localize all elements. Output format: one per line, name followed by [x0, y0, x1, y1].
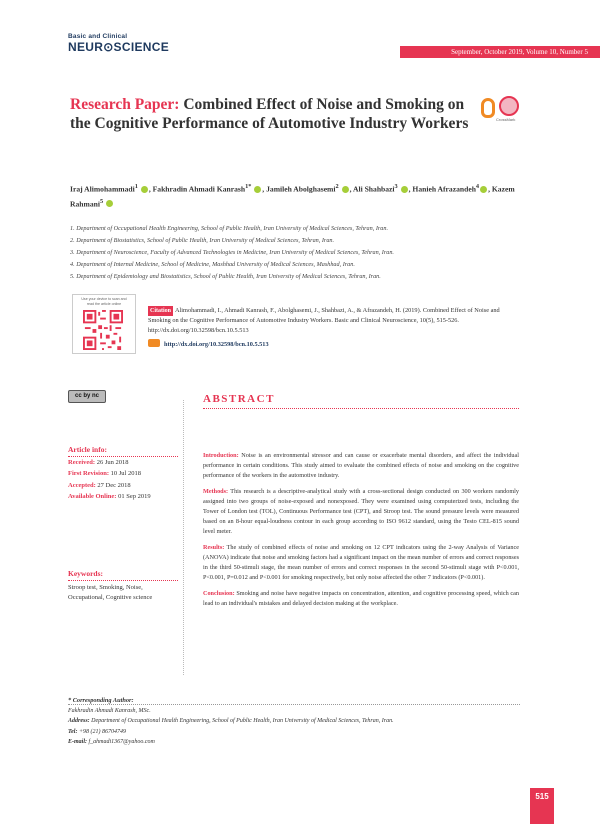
title-text: Combined Effect of Noise and Smoking on … [70, 96, 469, 132]
doi-icon [148, 339, 160, 347]
author-mark: 1* [245, 183, 252, 190]
author[interactable]: Fakhradin Ahmadi Kanrash [152, 184, 246, 194]
corresponding-heading: * Corresponding Author: [68, 697, 137, 704]
cc-license-icon[interactable]: cc by nc [68, 390, 106, 403]
section-text: Noise is an environmental stressor and c… [203, 452, 519, 479]
abstract-rule [203, 408, 519, 409]
field-label: Tel: [68, 728, 78, 735]
abstract-body: Introduction: Noise is an environmental … [203, 451, 519, 615]
affiliation: 4. Department of Internal Medicine, Scho… [70, 261, 355, 268]
author-mark: 4 [475, 183, 480, 190]
abstract-results: Results: The study of combined effects o… [203, 543, 519, 583]
email-link[interactable]: f_ahmadi1367@yahoo.com [87, 739, 155, 746]
field-label: E-mail: [68, 739, 87, 746]
paper-type: Research Paper: [70, 96, 180, 113]
keywords-heading: Keywords: [68, 569, 103, 578]
journal-brand-top: Basic and Clinical [68, 33, 128, 40]
corresponding-author: Fakhradin Ahmadi Kanrash, MSc. Address: … [68, 706, 520, 748]
info-label: Received: [68, 459, 96, 466]
field-value: +98 (21) 86704749 [77, 728, 126, 735]
orcid-icon[interactable] [400, 185, 408, 193]
section-label: Conclusion: [203, 590, 235, 597]
section-label: Results: [203, 544, 225, 551]
info-value: 26 Jun 2018 [96, 459, 129, 466]
author[interactable]: Hanieh Afrazandeh [412, 184, 476, 194]
info-value: 01 Sep 2019 [118, 492, 151, 500]
doi-link[interactable]: http://dx.doi.org/10.32598/bcn.10.5.513 [164, 341, 269, 348]
author[interactable]: Jamileh Abolghasemi [266, 184, 336, 194]
keywords-rule [68, 580, 178, 581]
field-label: Address: [68, 718, 90, 725]
open-access-icon [481, 98, 495, 118]
citation-label: Citation [148, 306, 173, 316]
info-value: 27 Dec 2018 [97, 481, 131, 489]
orcid-icon[interactable] [140, 185, 148, 193]
affiliation: 3. Department of Neuroscience, Faculty o… [70, 249, 394, 256]
article-info-rule [68, 456, 178, 457]
info-row: Available Online: 01 Sep 2019 [68, 491, 183, 502]
crossmark-label: CrossMark [496, 117, 516, 122]
abstract-heading: ABSTRACT [203, 393, 275, 405]
orcid-icon[interactable] [106, 200, 114, 208]
article-title: Research Paper: Combined Effect of Noise… [70, 95, 480, 133]
author-mark: 1 [134, 183, 138, 190]
author-list: Iraj Alimohammadi1 , Fakhradin Ahmadi Ka… [70, 183, 515, 209]
info-row: First Revision: 10 Jul 2018 [68, 468, 183, 479]
info-label: First Revision: [68, 470, 109, 478]
journal-logo: NEUR⊙SCIENCE [68, 40, 170, 54]
info-label: Accepted: [68, 481, 96, 489]
section-label: Introduction: [203, 452, 239, 459]
corresponding-tel: Tel: +98 (21) 86704749 [68, 727, 520, 737]
page-number: 515 [530, 788, 554, 824]
qr-code-icon[interactable] [82, 310, 124, 350]
doi-row: http://dx.doi.org/10.32598/bcn.10.5.513 [148, 339, 269, 348]
crossmark-icon[interactable] [499, 96, 519, 116]
abstract-methods: Methods: This research is a descriptive-… [203, 487, 519, 537]
affiliation: 2. Department of Biostatistics, School o… [70, 237, 335, 244]
issue-banner: September, October 2019, Volume 10, Numb… [400, 46, 600, 58]
qr-frame [72, 294, 136, 354]
author[interactable]: Kazem Rahmani [70, 184, 515, 209]
author-mark: 5 [99, 197, 104, 205]
corresponding-address: Address: Department of Occupational Heal… [68, 716, 520, 726]
field-value: Department of Occupational Health Engine… [89, 718, 394, 725]
info-value: 10 Jul 2018 [110, 470, 141, 478]
orcid-icon[interactable] [254, 185, 262, 193]
section-text: Smoking and noise have negative impacts … [203, 590, 519, 607]
orcid-icon[interactable] [480, 185, 488, 193]
article-info-heading: Article info: [68, 445, 107, 454]
section-text: The study of combined effects of noise a… [203, 544, 519, 581]
info-row: Accepted: 27 Dec 2018 [68, 480, 183, 491]
info-label: Available Online: [68, 492, 117, 500]
keywords-text: Stroop test, Smoking, Noise, Occupationa… [68, 584, 153, 601]
author[interactable]: Iraj Alimohammadi [70, 184, 135, 194]
citation-text: Alimohammadi, I., Ahmadi Kanrash, F., Ab… [148, 307, 500, 334]
article-info: Received: 26 Jun 2018 First Revision: 10… [68, 457, 183, 502]
corresponding-email: E-mail: f_ahmadi1367@yahoo.com [68, 737, 520, 747]
qr-caption: Use your device to scan and read the art… [81, 297, 127, 306]
abstract-introduction: Introduction: Noise is an environmental … [203, 451, 519, 481]
affiliation: 5. Department of Epidemiology and Biosta… [70, 273, 381, 280]
section-text: This research is a descriptive-analytica… [203, 488, 519, 535]
corresponding-name: Fakhradin Ahmadi Kanrash, MSc. [68, 708, 151, 714]
author-mark: 3 [394, 183, 398, 190]
affiliations: 1. Department of Occupational Health Eng… [70, 223, 530, 283]
corresponding-rule [68, 704, 520, 705]
section-label: Methods: [203, 488, 229, 495]
author[interactable]: Ali Shahbazi [352, 184, 395, 194]
author-mark: 2 [335, 183, 339, 190]
affiliation: 1. Department of Occupational Health Eng… [70, 225, 389, 232]
abstract-conclusion: Conclusion: Smoking and noise have negat… [203, 589, 519, 609]
info-row: Received: 26 Jun 2018 [68, 457, 183, 468]
orcid-icon[interactable] [341, 185, 349, 193]
column-divider [183, 400, 184, 675]
